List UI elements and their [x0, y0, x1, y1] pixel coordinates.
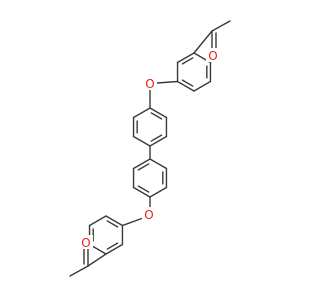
- ring-middle-lower-double-3: [137, 185, 150, 193]
- ring-middle-lower-bond-2: [149, 186, 168, 198]
- atom-o-carbonyl-bottom: O: [81, 236, 90, 250]
- bond-lines: [69, 20, 231, 277]
- o-carbonyl-bottom-bg: [79, 235, 93, 249]
- atom-o-ether-bottom: O: [144, 208, 153, 222]
- ring-bottom-left-bond-5: [88, 215, 107, 227]
- ring-middle-upper-bond-0: [149, 107, 168, 119]
- atom-o-carbonyl-top: O: [208, 49, 217, 63]
- ring-bottom-left-double-0: [106, 220, 119, 228]
- ring-top-right-bond-5: [176, 52, 195, 64]
- atom-labels: O O O O: [79, 48, 220, 250]
- ring-middle-upper-double-2: [150, 134, 163, 142]
- ring-middle-upper-bond-3: [132, 135, 151, 147]
- atom-o-ether-top: O: [145, 77, 154, 91]
- ring-top-right-double-5: [181, 57, 194, 65]
- ring-middle-lower-double-5: [137, 163, 150, 171]
- o-ether-bottom-bg: [142, 207, 156, 221]
- ring-bottom-left-bond-2: [105, 243, 124, 255]
- ring-top-right-bond-3: [176, 80, 195, 92]
- ring-bottom-left-bond-0: [105, 215, 124, 227]
- acetyl-bottom-c-bond: [87, 253, 107, 267]
- ring-bottom-left-double-2: [106, 242, 119, 250]
- o-carbonyl-top-bg: [206, 48, 220, 62]
- ether-bottom-bond-2: [121, 217, 144, 227]
- acetyl-top-c-bond: [193, 30, 213, 54]
- structure-diagram: O O O O: [69, 20, 231, 277]
- acetyl-top-methyl-bond: [211, 20, 231, 32]
- ring-middle-lower-bond-0: [149, 158, 168, 170]
- ring-top-right-bond-2: [193, 80, 212, 92]
- ring-middle-upper-bond-2: [149, 135, 168, 147]
- ring-middle-lower-bond-5: [132, 158, 151, 170]
- ether-top-bond-1: [156, 80, 179, 84]
- o-ether-top-bg: [143, 76, 157, 90]
- ring-top-right-double-3: [181, 79, 194, 87]
- ring-middle-upper-double-0: [150, 112, 163, 120]
- acetyl-bottom-methyl-bond: [69, 265, 89, 277]
- ring-middle-lower-bond-3: [132, 186, 151, 198]
- ring-middle-upper-bond-5: [132, 107, 151, 119]
